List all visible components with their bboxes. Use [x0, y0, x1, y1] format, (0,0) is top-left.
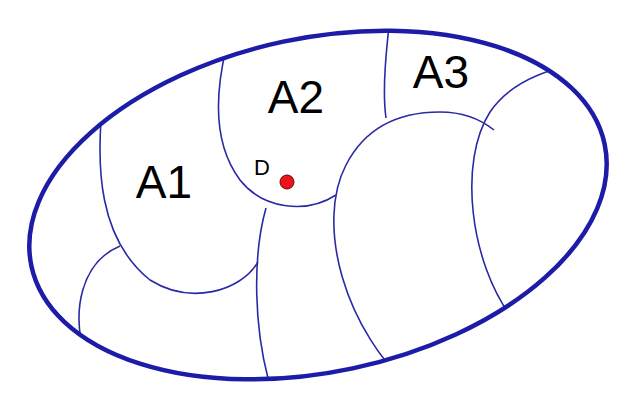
- region-boundary: [79, 246, 120, 360]
- region-label: A3: [413, 49, 469, 95]
- point-label: D: [254, 157, 270, 179]
- region-boundary: [219, 20, 336, 206]
- region-label: A1: [136, 159, 192, 205]
- point-marker: [280, 175, 294, 189]
- region-label: A2: [268, 74, 324, 120]
- region-boundary: [257, 208, 276, 400]
- region-boundary: [100, 90, 258, 293]
- region-boundary: [384, 0, 392, 118]
